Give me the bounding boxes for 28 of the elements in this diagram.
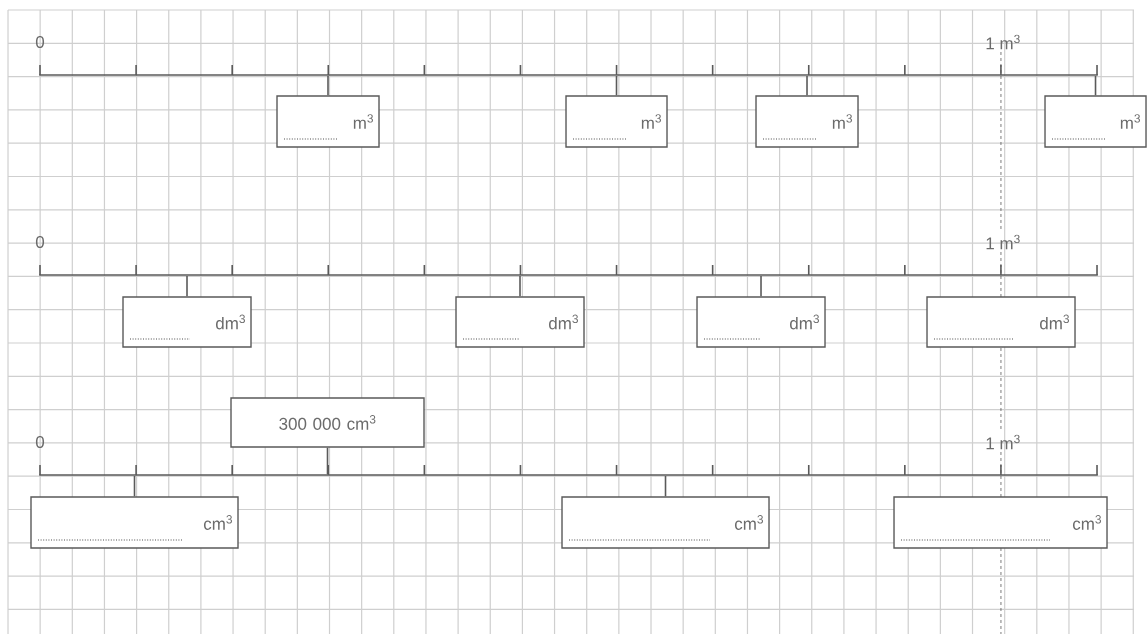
answer-box: dm$^{3}$ [696, 296, 826, 348]
connector-line [327, 75, 329, 97]
connector-line [326, 446, 329, 475]
connector-line [519, 275, 521, 298]
connector-line [615, 75, 618, 97]
connector-line [1094, 75, 1097, 97]
answer-box: cm$^{3}$ [30, 496, 239, 549]
answer-box: 300 000 cm$^{3}$ [230, 397, 425, 448]
answer-box: m$^{3}$ [565, 95, 668, 148]
answer-box: m$^{3}$ [755, 95, 859, 148]
scale-label: 0 [35, 235, 45, 248]
answer-box: cm$^{3}$ [893, 496, 1108, 549]
number-line [39, 264, 1098, 276]
connector-line [664, 475, 667, 498]
number-line [39, 464, 1098, 476]
answer-box: dm$^{3}$ [926, 296, 1076, 348]
connector-line [186, 275, 188, 298]
connector-line [760, 275, 762, 298]
answer-box: m$^{3}$ [1044, 95, 1147, 148]
answer-box: dm$^{3}$ [455, 296, 585, 348]
scale-label: 0 [35, 436, 45, 448]
connector-line [133, 475, 136, 498]
number-line [39, 64, 1098, 76]
scale-label: 0 [35, 35, 45, 48]
answer-box: dm$^{3}$ [122, 296, 252, 348]
answer-box: m$^{3}$ [276, 95, 380, 148]
answer-box: cm$^{3}$ [561, 496, 770, 549]
connector-line [806, 75, 808, 97]
